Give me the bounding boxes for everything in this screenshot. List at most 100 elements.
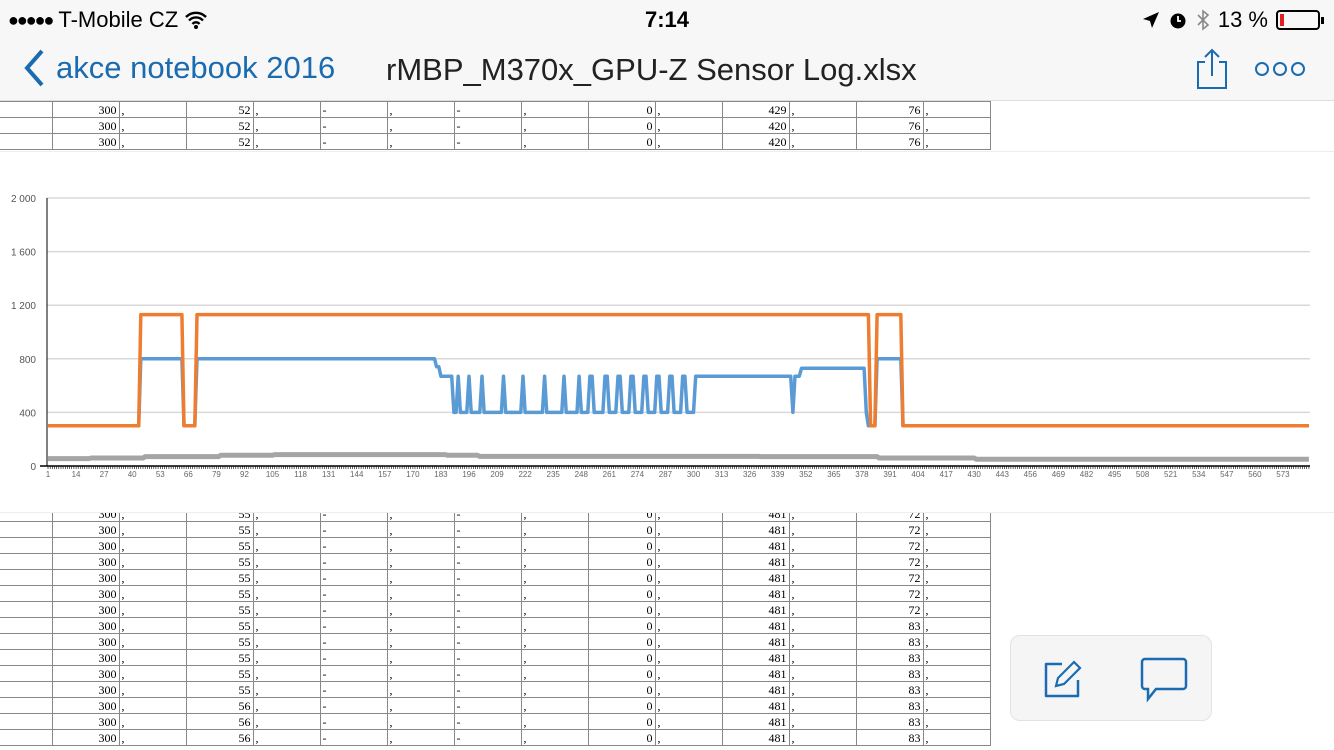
table-cell[interactable]: 72 <box>855 585 924 602</box>
table-cell[interactable]: 300 <box>51 133 120 150</box>
table-cell[interactable]: 76 <box>855 101 924 118</box>
table-cell[interactable]: 481 <box>721 537 790 554</box>
table-cell[interactable]: 0 <box>587 601 656 618</box>
row-cell-empty[interactable] <box>0 569 53 586</box>
table-cell[interactable]: 0 <box>587 513 656 522</box>
table-cell[interactable]: , <box>788 681 857 698</box>
table-cell[interactable]: 0 <box>587 101 656 118</box>
table-cell[interactable]: 481 <box>721 553 790 570</box>
table-cell[interactable]: , <box>252 513 321 522</box>
table-cell[interactable]: 55 <box>185 521 254 538</box>
table-cell[interactable]: , <box>654 697 723 714</box>
table-cell[interactable]: , <box>788 569 857 586</box>
table-cell[interactable]: 300 <box>51 537 120 554</box>
table-cell[interactable]: , <box>788 617 857 634</box>
table-cell[interactable]: , <box>788 553 857 570</box>
table-cell[interactable]: 481 <box>721 713 790 730</box>
more-icon[interactable] <box>1255 60 1305 78</box>
table-cell[interactable]: - <box>319 537 388 554</box>
table-cell[interactable]: - <box>319 649 388 666</box>
table-cell[interactable]: , <box>654 601 723 618</box>
table-cell[interactable]: , <box>520 117 589 134</box>
table-cell[interactable]: , <box>922 601 991 618</box>
table-cell[interactable]: , <box>922 133 991 150</box>
table-cell[interactable]: , <box>118 665 187 682</box>
table-cell[interactable]: , <box>252 585 321 602</box>
table-cell[interactable]: - <box>453 633 522 650</box>
table-cell[interactable]: , <box>386 553 455 570</box>
table-cell[interactable]: 55 <box>185 513 254 522</box>
table-cell[interactable]: , <box>520 665 589 682</box>
table-cell[interactable]: 52 <box>185 117 254 134</box>
table-cell[interactable]: , <box>654 729 723 746</box>
table-cell[interactable]: 52 <box>185 101 254 118</box>
table-cell[interactable]: , <box>386 665 455 682</box>
table-cell[interactable]: 300 <box>51 633 120 650</box>
table-cell[interactable]: 481 <box>721 521 790 538</box>
table-cell[interactable]: 481 <box>721 697 790 714</box>
table-cell[interactable]: 300 <box>51 697 120 714</box>
table-cell[interactable]: , <box>654 713 723 730</box>
table-cell[interactable]: 300 <box>51 521 120 538</box>
row-cell-empty[interactable] <box>0 537 53 554</box>
table-cell[interactable]: , <box>118 633 187 650</box>
table-cell[interactable]: , <box>788 101 857 118</box>
table-cell[interactable]: 481 <box>721 649 790 666</box>
table-cell[interactable]: - <box>453 649 522 666</box>
table-cell[interactable]: , <box>922 513 991 522</box>
table-cell[interactable]: 83 <box>855 617 924 634</box>
table-cell[interactable]: , <box>922 649 991 666</box>
table-cell[interactable]: 300 <box>51 569 120 586</box>
table-cell[interactable]: , <box>654 553 723 570</box>
table-cell[interactable]: , <box>788 513 857 522</box>
table-cell[interactable]: 481 <box>721 569 790 586</box>
table-cell[interactable]: 481 <box>721 729 790 746</box>
table-cell[interactable]: , <box>788 729 857 746</box>
table-cell[interactable]: - <box>319 633 388 650</box>
table-cell[interactable]: 83 <box>855 697 924 714</box>
table-cell[interactable]: 55 <box>185 537 254 554</box>
table-cell[interactable]: , <box>520 133 589 150</box>
row-cell-empty[interactable] <box>0 681 53 698</box>
table-cell[interactable]: 83 <box>855 633 924 650</box>
table-cell[interactable]: - <box>319 697 388 714</box>
table-cell[interactable]: 481 <box>721 585 790 602</box>
table-cell[interactable]: - <box>453 729 522 746</box>
table-cell[interactable]: 55 <box>185 665 254 682</box>
table-cell[interactable]: 0 <box>587 553 656 570</box>
table-cell[interactable]: - <box>319 101 388 118</box>
row-cell-empty[interactable] <box>0 697 53 714</box>
table-cell[interactable]: , <box>386 601 455 618</box>
table-cell[interactable]: 300 <box>51 553 120 570</box>
table-cell[interactable]: , <box>386 569 455 586</box>
row-cell-empty[interactable] <box>0 585 53 602</box>
table-cell[interactable]: , <box>654 521 723 538</box>
row-cell-empty[interactable] <box>0 521 53 538</box>
table-cell[interactable]: , <box>520 585 589 602</box>
table-cell[interactable]: - <box>319 601 388 618</box>
table-cell[interactable]: , <box>252 117 321 134</box>
table-cell[interactable]: , <box>788 585 857 602</box>
table-cell[interactable]: - <box>319 133 388 150</box>
table-cell[interactable]: - <box>319 729 388 746</box>
table-cell[interactable]: , <box>118 513 187 522</box>
table-cell[interactable]: , <box>654 537 723 554</box>
table-cell[interactable]: 56 <box>185 713 254 730</box>
table-cell[interactable]: - <box>453 713 522 730</box>
table-cell[interactable]: - <box>453 697 522 714</box>
table-cell[interactable]: 481 <box>721 681 790 698</box>
table-cell[interactable]: , <box>386 521 455 538</box>
table-cell[interactable]: , <box>386 133 455 150</box>
table-cell[interactable]: 72 <box>855 569 924 586</box>
table-cell[interactable]: 76 <box>855 117 924 134</box>
table-cell[interactable]: , <box>922 569 991 586</box>
table-cell[interactable]: 56 <box>185 697 254 714</box>
table-cell[interactable]: , <box>654 133 723 150</box>
table-cell[interactable]: , <box>788 133 857 150</box>
table-cell[interactable]: 83 <box>855 649 924 666</box>
table-cell[interactable]: 481 <box>721 633 790 650</box>
table-cell[interactable]: , <box>118 617 187 634</box>
table-cell[interactable]: , <box>386 729 455 746</box>
table-cell[interactable]: , <box>922 697 991 714</box>
table-cell[interactable]: , <box>788 537 857 554</box>
